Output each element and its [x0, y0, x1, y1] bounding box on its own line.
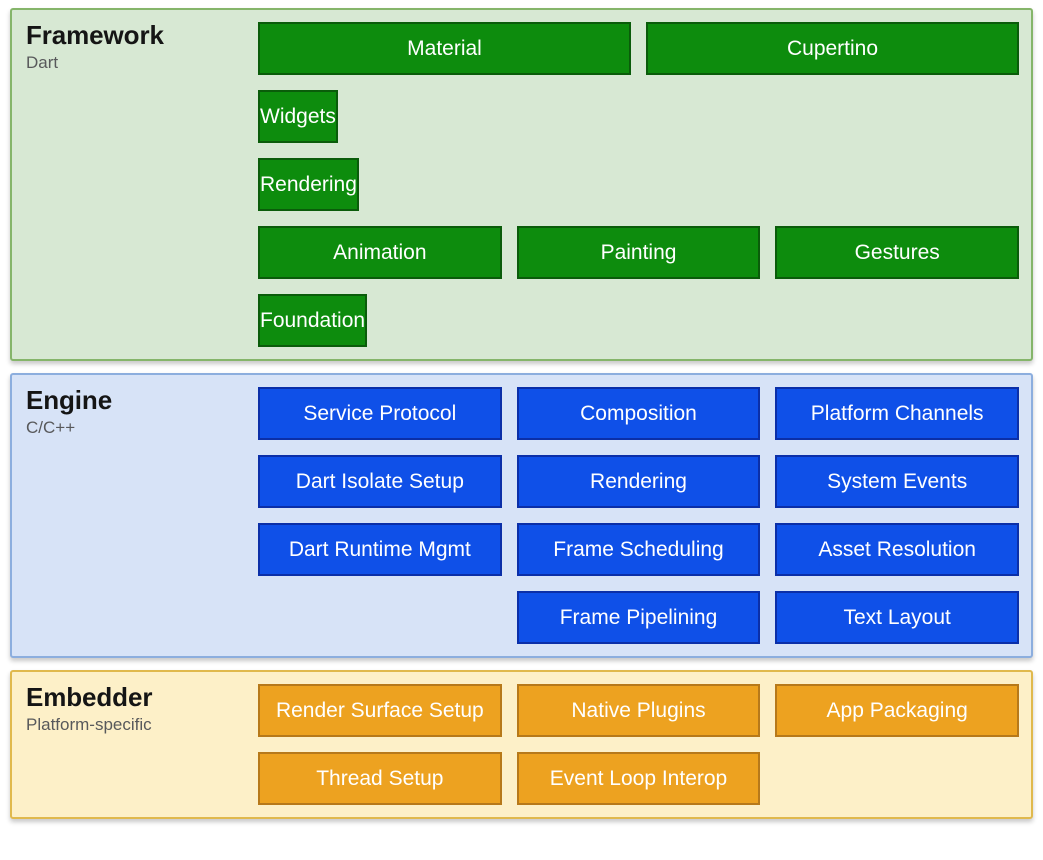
module-box[interactable]: Animation	[258, 226, 502, 279]
module-box[interactable]: Service Protocol	[258, 387, 502, 440]
layer-row: Rendering	[258, 158, 1019, 211]
layer-row: Dart Runtime Mgmt Frame Scheduling Asset R…	[258, 523, 1020, 576]
module-box[interactable]: Cupertino	[646, 22, 1019, 75]
module-box[interactable]: Dart Runtime Mgmt	[258, 523, 502, 576]
module-box[interactable]: Material	[258, 22, 631, 75]
module-box[interactable]: Text Layout	[775, 591, 1020, 644]
layer-row: Service Protocol Composition Platform Chan…	[258, 387, 1020, 440]
layer-subtitle-engine: C/C++	[26, 417, 76, 437]
module-box[interactable]: Event Loop Interop	[516, 752, 761, 805]
layer-subtitle-framework: Dart	[26, 52, 59, 72]
module-box[interactable]: Platform Channels	[775, 387, 1020, 440]
layer-row: Thread Setup Event Loop Interop	[258, 752, 1019, 805]
layer-title-framework: Framework	[26, 20, 164, 50]
module-box[interactable]: Thread Setup	[258, 752, 502, 805]
module-box[interactable]: Widgets	[258, 90, 338, 143]
module-box[interactable]: Foundation	[258, 294, 368, 347]
module-box[interactable]: Asset Resolution	[775, 523, 1020, 576]
module-box[interactable]: Rendering	[258, 158, 359, 211]
module-box[interactable]: Native Plugins	[516, 684, 761, 737]
layer-row: Frame Pipelining Text Layout	[258, 591, 1020, 644]
layer-title-engine: Engine	[26, 385, 113, 415]
layer-subtitle-embedder: Platform-specific	[26, 714, 152, 734]
module-box[interactable]: Dart Isolate Setup	[258, 455, 502, 508]
module-box[interactable]: Gestures	[775, 226, 1020, 279]
layer-rows-embedder: Render Surface Setup Native Plugins App Pa…	[258, 672, 1031, 817]
module-box[interactable]: App Packaging	[775, 684, 1020, 737]
module-box[interactable]: Rendering	[516, 455, 761, 508]
module-box[interactable]: Frame Pipelining	[516, 591, 761, 644]
layer-title-embedder: Embedder	[26, 682, 153, 712]
layer-row: Material Cupertino	[258, 22, 1019, 75]
module-box[interactable]: Render Surface Setup	[258, 684, 502, 737]
layer-row: Animation Painting Gestures	[258, 226, 1020, 279]
module-box[interactable]: System Events	[775, 455, 1020, 508]
layer-rows-engine: Service Protocol Composition Platform Chan…	[258, 375, 1031, 656]
module-box[interactable]: Composition	[516, 387, 761, 440]
layer-row: Render Surface Setup Native Plugins App Pa…	[258, 684, 1020, 737]
layer-row: Dart Isolate Setup Rendering System Events	[258, 455, 1020, 508]
layer-row: Foundation	[258, 294, 1019, 347]
layer-row: Widgets	[258, 90, 1019, 143]
module-box[interactable]: Painting	[516, 226, 761, 279]
module-box[interactable]: Frame Scheduling	[516, 523, 761, 576]
